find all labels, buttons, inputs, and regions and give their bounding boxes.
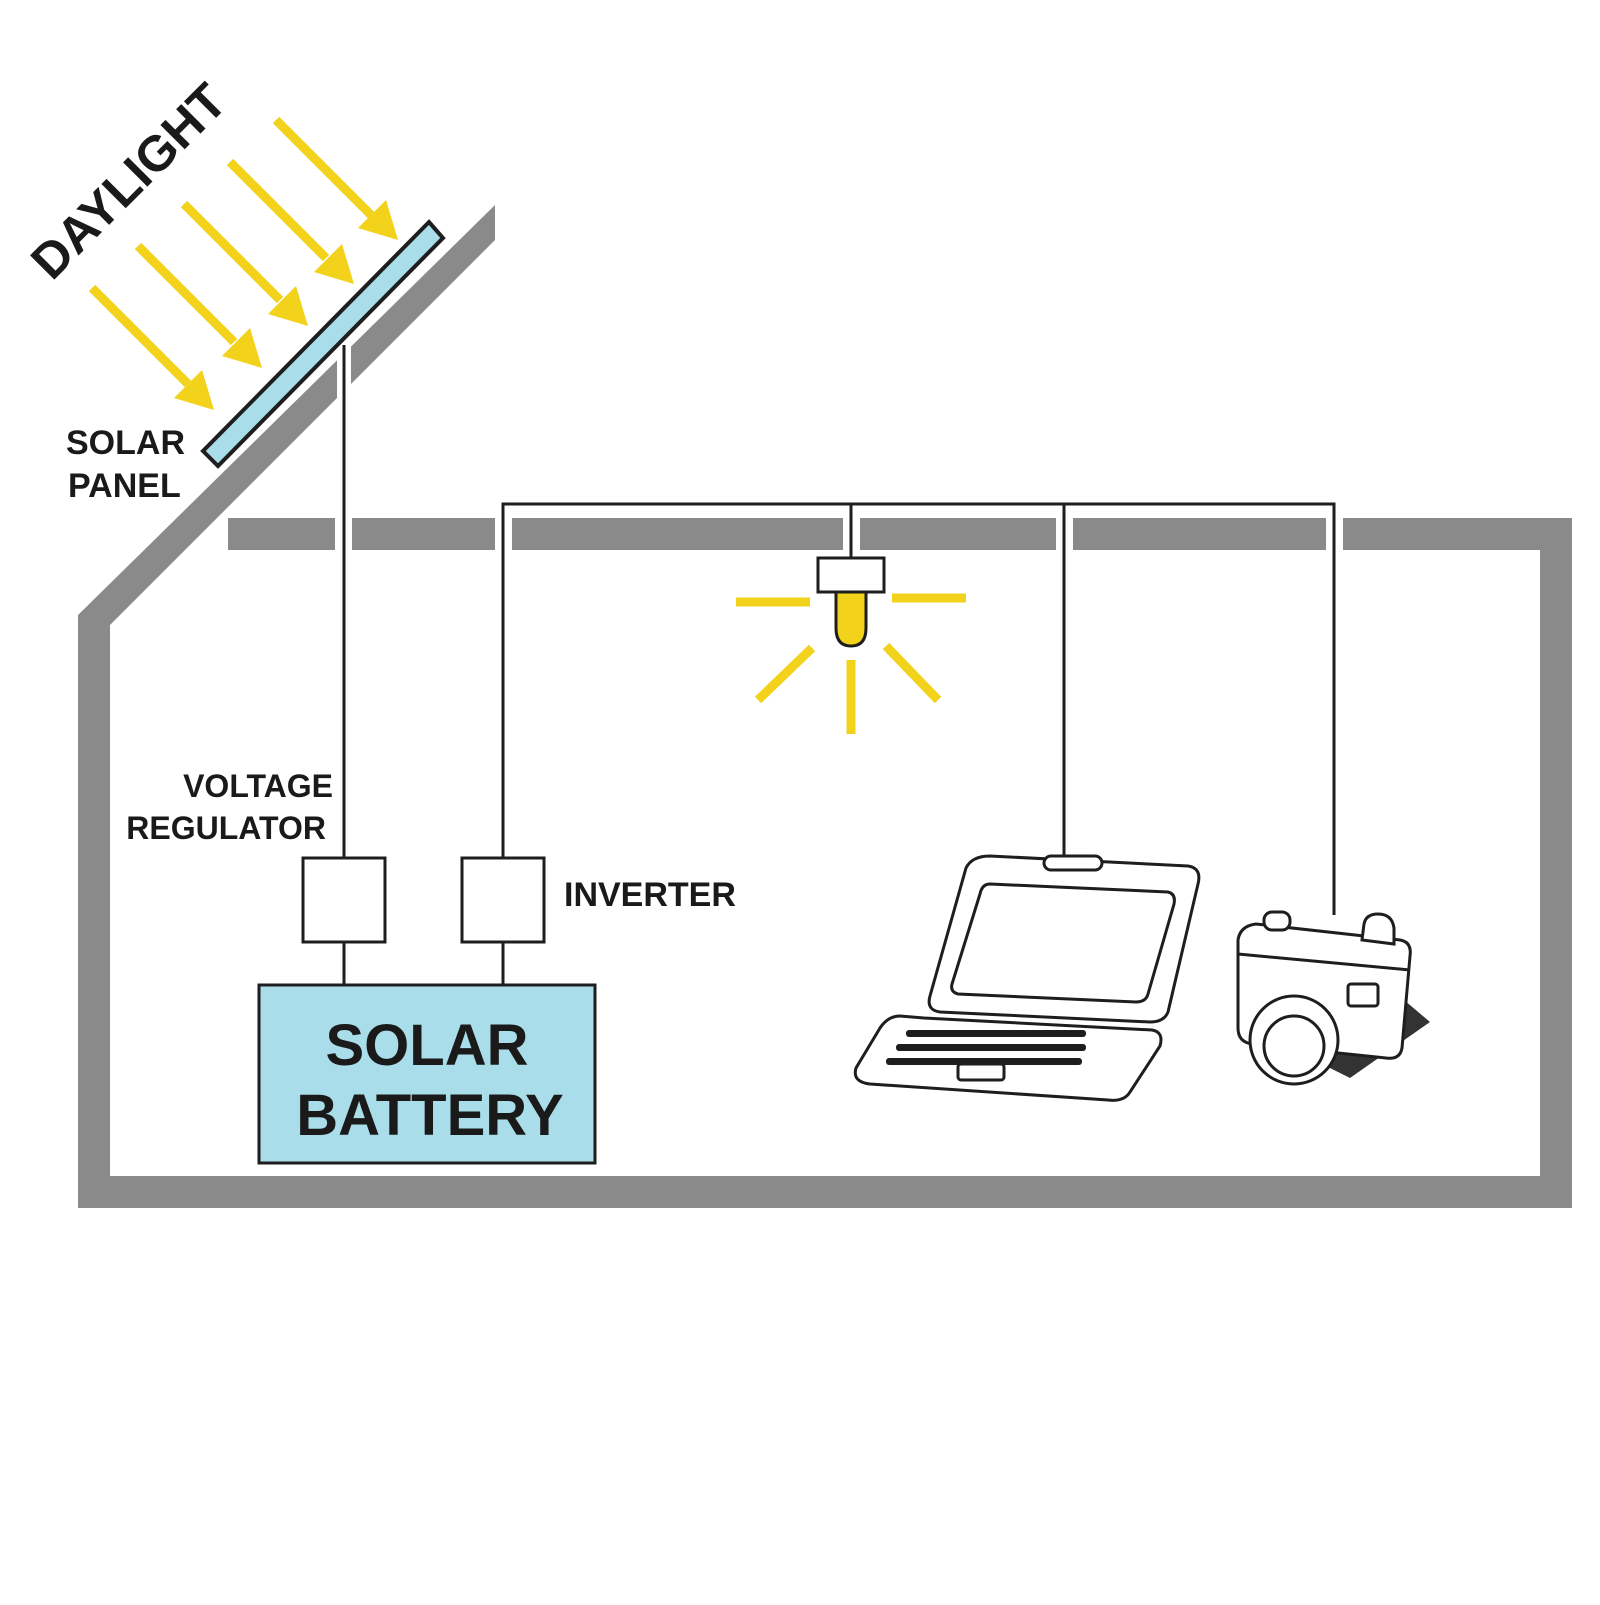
sun-ray-arrow xyxy=(272,116,398,240)
ceiling-segment xyxy=(228,518,335,550)
house-structure xyxy=(78,205,1572,1208)
ceiling-segment xyxy=(1343,518,1572,550)
ceiling-segment xyxy=(512,518,843,550)
camera-viewfinder xyxy=(1346,982,1380,1008)
solar-panel-label: SOLAR xyxy=(66,424,185,462)
laptop-trackpad xyxy=(956,1062,1006,1082)
daylight-rays xyxy=(88,116,398,410)
ceiling-segment xyxy=(352,518,495,550)
solar-panel xyxy=(200,219,446,469)
voltage-regulator-label: REGULATOR xyxy=(126,810,326,846)
laptop-hinge-top xyxy=(1042,854,1104,872)
sun-ray-arrow xyxy=(88,284,214,410)
solar-panel-surface xyxy=(200,219,446,469)
bulb-socket xyxy=(816,556,886,594)
ceiling-segment xyxy=(1073,518,1326,550)
voltage-regulator-label: VOLTAGE xyxy=(183,768,333,804)
sun-ray-arrow xyxy=(134,242,262,368)
solar-panel-label: PANEL xyxy=(68,467,181,505)
ceiling-segment xyxy=(860,518,1056,550)
camera-flash xyxy=(1360,912,1396,946)
sun-ray-arrow xyxy=(180,200,308,326)
solar-battery-label: BATTERY xyxy=(296,1083,563,1148)
camera-lens-inner xyxy=(1262,1014,1326,1078)
bulb-glow-ray xyxy=(882,642,942,704)
wiring xyxy=(342,345,1336,985)
bulb-glow-ray xyxy=(754,644,816,704)
light-bulb-icon xyxy=(736,556,966,734)
daylight-label: DAYLIGHT xyxy=(20,73,237,290)
right-wall xyxy=(1540,518,1572,1208)
camera-top-edge xyxy=(1237,952,1411,972)
laptop-keyboard xyxy=(886,1030,1086,1065)
sun-ray-arrow xyxy=(226,158,354,284)
left-wall xyxy=(78,615,110,1208)
inverter-distribution-wire xyxy=(501,502,1336,915)
inverter-box xyxy=(460,856,546,944)
laptop-screen xyxy=(950,882,1176,1004)
camera-shutter-button xyxy=(1262,910,1292,932)
laptop-icon xyxy=(853,854,1201,1102)
bulb-glass xyxy=(834,590,868,648)
floor-wall xyxy=(78,1176,1572,1208)
roof-wall xyxy=(78,205,495,625)
solar-battery-box xyxy=(257,983,597,1165)
solar-battery-label: SOLAR xyxy=(326,1013,529,1078)
inverter-label: INVERTER xyxy=(564,876,736,914)
voltage-regulator-box xyxy=(301,856,387,944)
camera-icon xyxy=(1236,910,1430,1086)
